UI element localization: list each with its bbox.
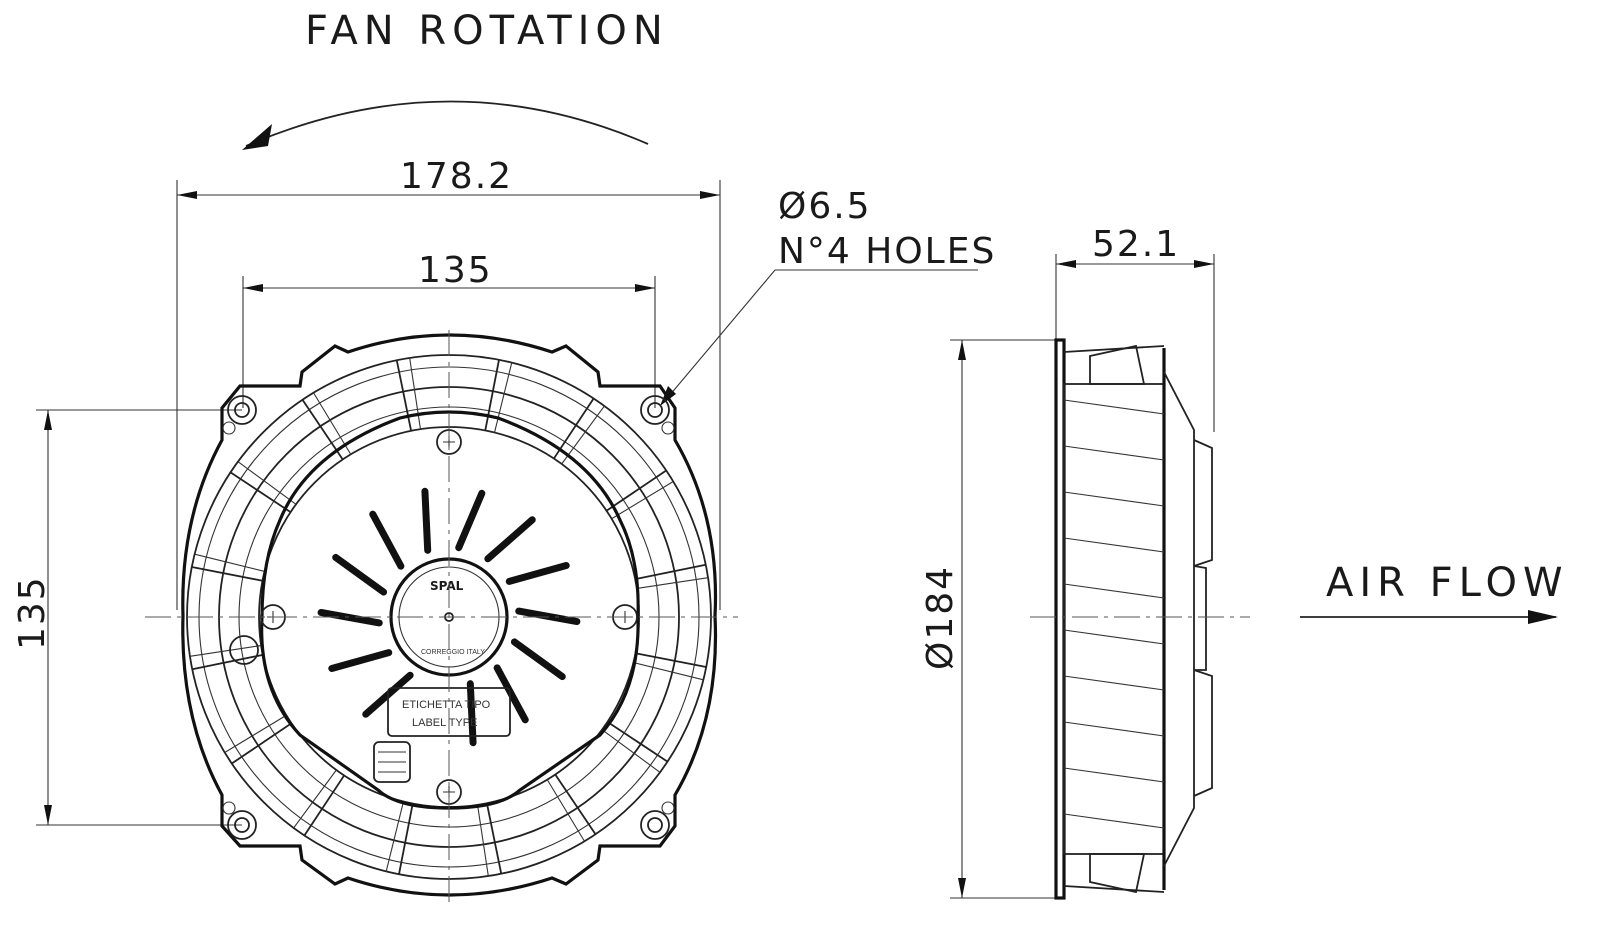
type-label-line2: LABEL TYPE xyxy=(412,717,477,729)
fan-rotation-label: FAN ROTATION xyxy=(305,8,669,54)
cooling-fin xyxy=(421,487,432,554)
guard-spoke xyxy=(635,652,707,668)
hole-diameter-label: Ø6.5 xyxy=(778,186,872,227)
cooling-fin xyxy=(493,664,529,724)
guard-spoke xyxy=(395,360,413,431)
cooling-fin xyxy=(369,510,405,570)
guard-spoke xyxy=(554,774,597,835)
cooling-fin xyxy=(515,607,581,626)
outer-diameter-dimension: Ø184 xyxy=(920,565,961,670)
brand-logo: SPAL xyxy=(430,579,464,593)
guard-spoke xyxy=(230,471,292,513)
overall-width-dimension: 178.2 xyxy=(400,156,513,197)
hole-spacing-horizontal-dimension: 135 xyxy=(418,250,493,291)
cooling-fin xyxy=(510,638,566,681)
guard-spoke xyxy=(192,653,263,671)
cooling-fin xyxy=(332,553,388,596)
guard-spoke xyxy=(398,803,414,875)
hole-spacing-vertical-dimension: 135 xyxy=(12,575,53,650)
hub-imprint: CORREGGIO ITALY xyxy=(421,649,485,656)
cable-gland xyxy=(373,741,411,783)
dimension-lines-front xyxy=(36,180,978,826)
fan-side-view xyxy=(950,254,1250,900)
guard-spoke xyxy=(635,563,706,581)
hole-count-label: N°4 HOLES xyxy=(778,231,996,272)
cooling-fin xyxy=(455,489,486,552)
fan-front-view: SPAL CORREGGIO ITALY ETICHETTA TIPO LABE… xyxy=(145,330,738,905)
cooling-fin xyxy=(317,608,383,627)
cooling-fin xyxy=(328,649,393,672)
fan-rotation-arrow-head xyxy=(242,124,272,150)
cooling-fin xyxy=(484,516,536,563)
guard-spoke xyxy=(485,803,503,874)
guard-spoke xyxy=(303,774,345,836)
cooling-fin xyxy=(505,562,570,585)
fan-rotation-arc xyxy=(245,100,649,147)
guard-spoke xyxy=(606,469,667,512)
guard-spoke xyxy=(606,721,668,763)
air-flow-label: AIR FLOW xyxy=(1326,560,1569,606)
guard-spoke xyxy=(231,722,292,765)
guard-spoke xyxy=(484,359,500,431)
guard-spoke xyxy=(191,566,263,582)
mounting-holes xyxy=(222,395,675,840)
cooling-fin xyxy=(466,680,477,747)
depth-dimension: 52.1 xyxy=(1092,224,1180,265)
type-label-line1: ETICHETTA TIPO xyxy=(402,699,491,711)
